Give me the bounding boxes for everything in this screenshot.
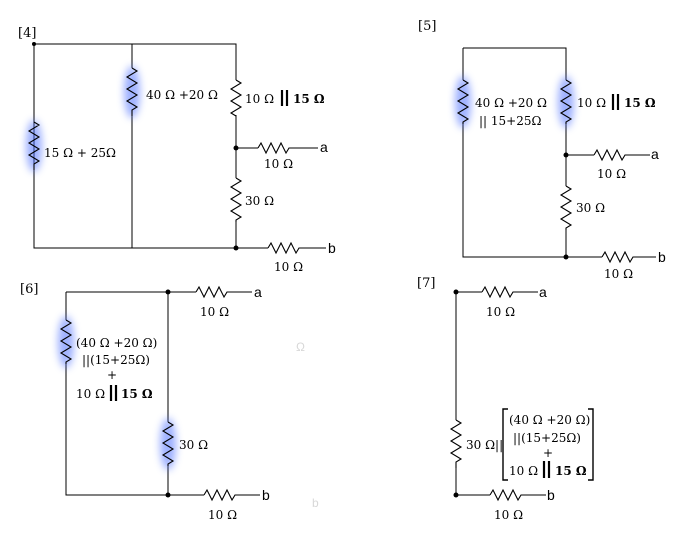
resistor-label: 10 Ω [274, 260, 303, 274]
node [453, 492, 459, 498]
resistor-label: (40 Ω +20 Ω) [76, 336, 157, 350]
resistor-30 [559, 185, 573, 230]
resistor-30 [449, 419, 463, 468]
resistor-mid [125, 67, 139, 116]
resistor-label: 10 Ω [200, 305, 229, 319]
resistor-left [456, 79, 470, 124]
resistor-label: 40 Ω +20 Ω [475, 96, 547, 110]
resistor-label: 10 Ω [577, 96, 606, 110]
panel-7: [7] 30 Ω|| (40 Ω +20 Ω) ||(15+25Ω) + 10 … [417, 276, 594, 522]
resistor-label: 15 Ω [624, 96, 656, 110]
resistor-label: 10 Ω [264, 157, 293, 171]
panel-5-wires [462, 47, 602, 258]
node [233, 245, 239, 251]
terminal-b: b [658, 249, 666, 265]
terminal-a: a [651, 146, 659, 162]
bracket-label: ||(15+25Ω) [513, 431, 581, 445]
terminal-b: b [547, 487, 555, 503]
terminal-a: a [320, 139, 328, 155]
resistor-label: 10 Ω [486, 305, 515, 319]
bracket-label: 15 Ω [555, 464, 587, 478]
resistor-label: 15 Ω + 25Ω [44, 146, 116, 160]
resistor-label: 10 Ω [245, 92, 274, 106]
resistor-to-a [593, 148, 650, 162]
resistor-right [559, 79, 573, 124]
node [32, 42, 36, 46]
resistor-label: 40 Ω +20 Ω [146, 88, 218, 102]
resistor-to-b [489, 488, 546, 502]
resistor-label: 30 Ω [576, 201, 605, 215]
highlight-glow [455, 76, 471, 128]
resistor-label: 30 Ω [245, 194, 274, 208]
resistor-label: 10 Ω [597, 167, 626, 181]
resistor-to-a [257, 141, 318, 155]
faint-artifact: b [312, 496, 319, 510]
terminal-a: a [254, 284, 262, 300]
bracket-right [588, 408, 594, 481]
resistor-to-b [601, 250, 656, 264]
node [165, 289, 171, 295]
node [233, 145, 239, 151]
bracket-label: + [543, 446, 553, 460]
resistor-label: + [107, 368, 117, 382]
resistor-30 [229, 177, 243, 222]
resistor-label: 30 Ω|| [466, 438, 503, 452]
resistor-right-top [229, 79, 243, 117]
resistor-label: 10 Ω [494, 508, 523, 522]
panel-7-wires [455, 291, 490, 496]
resistor-left [27, 121, 41, 170]
resistor-label: || 15+25Ω [479, 114, 541, 128]
resistor-left [59, 319, 73, 364]
node [453, 289, 459, 295]
panel-4: [4] 15 Ω + 25Ω 40 Ω +20 Ω 10 Ω 15 Ω 10 Ω… [18, 26, 336, 274]
resistor-label: 10 Ω [76, 387, 105, 401]
bracket-left [502, 408, 508, 481]
resistor-label: 15 Ω [293, 92, 325, 106]
resistor-label: 10 Ω [604, 267, 633, 281]
node [165, 492, 171, 498]
panel-6: [6] (40 Ω +20 Ω) ||(15+25Ω) + 10 Ω 15 Ω … [20, 282, 319, 522]
step-label-7: [7] [417, 276, 435, 291]
resistor-label: 10 Ω [208, 508, 237, 522]
resistor-to-a [195, 285, 252, 299]
terminal-b: b [262, 487, 270, 503]
resistor-to-a [481, 285, 538, 299]
terminal-b: b [328, 240, 336, 256]
bracket-label: 10 Ω [509, 464, 538, 478]
highlight-glow [58, 316, 74, 368]
node [563, 254, 569, 260]
highlight-glow [160, 418, 176, 470]
step-label-5: [5] [418, 19, 436, 34]
step-label-6: [6] [20, 282, 38, 297]
resistor-label: 15 Ω [121, 387, 153, 401]
node [563, 152, 569, 158]
highlight-glow [558, 76, 574, 128]
step-label-4: [4] [18, 26, 36, 41]
terminal-a: a [539, 284, 547, 300]
resistor-label: 30 Ω [179, 438, 208, 452]
faint-artifact: Ω [296, 340, 305, 354]
bracket-label: (40 Ω +20 Ω) [509, 413, 590, 427]
resistor-30 [161, 421, 175, 466]
resistor-to-b [203, 488, 260, 502]
resistor-to-b [267, 241, 326, 255]
resistor-label: ||(15+25Ω) [82, 353, 150, 367]
panel-5: [5] 40 Ω +20 Ω || 15+25Ω 10 Ω 15 Ω 10 Ω … [418, 19, 666, 281]
